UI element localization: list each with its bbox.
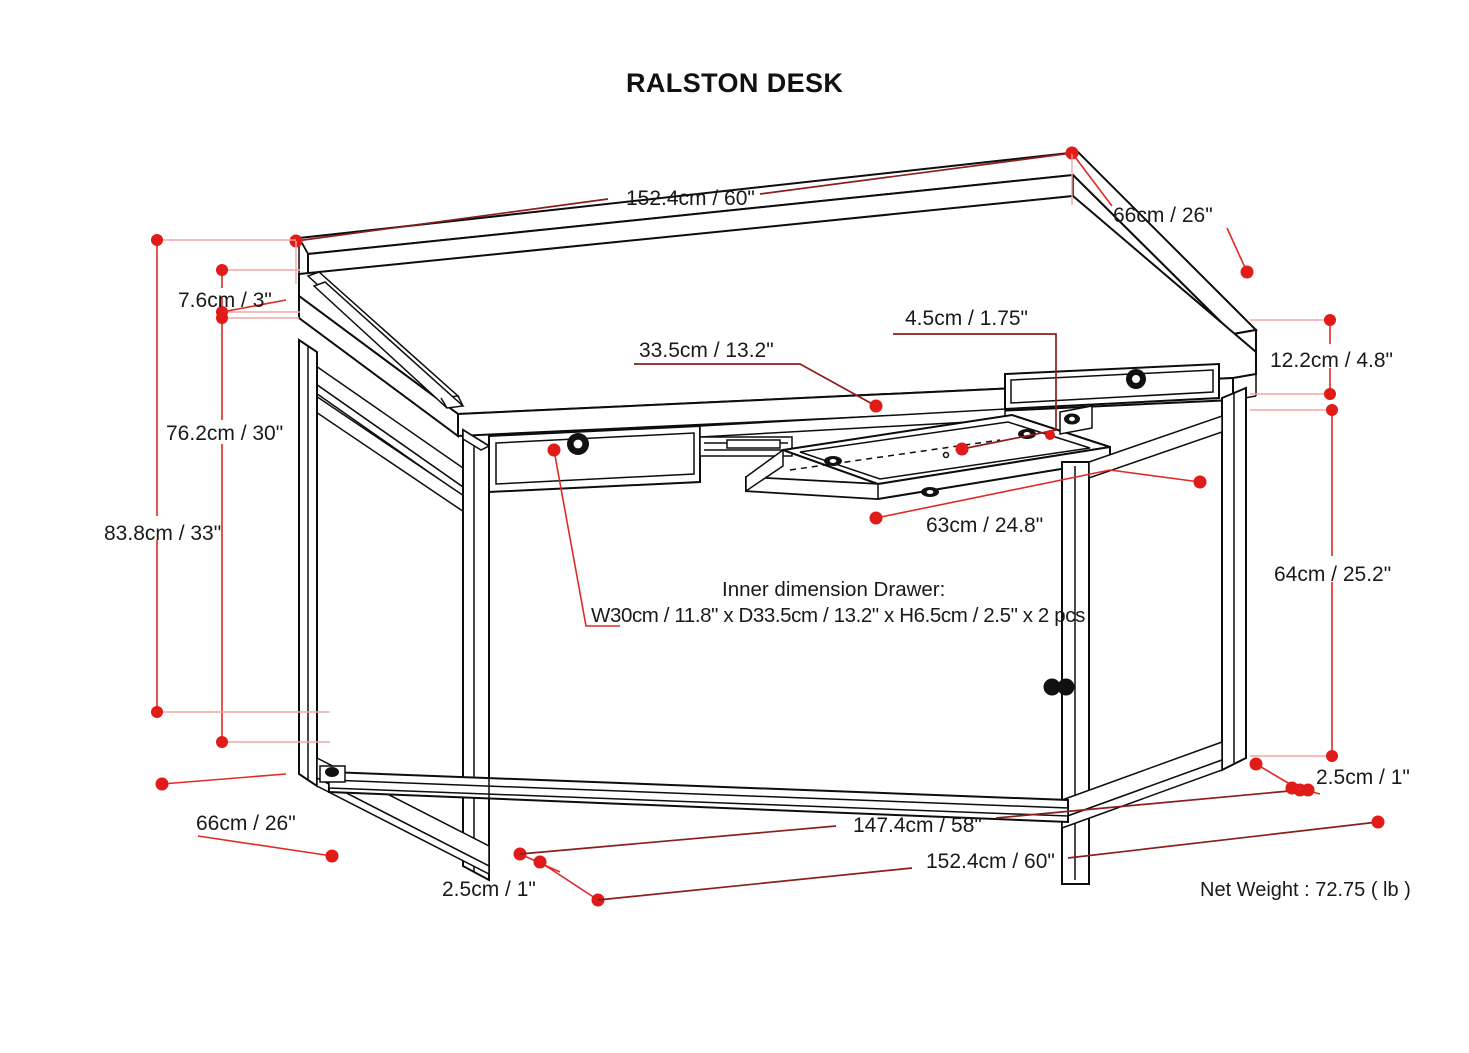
net-weight-label: Net Weight : 72.75 ( lb ) [1200,879,1411,901]
drawer-note-line-1: Inner dimension Drawer: [722,578,945,601]
dimension-top-width: 152.4cm / 60" [289,146,1079,284]
dimension-label-drawer-depth: 33.5cm / 13.2" [639,339,774,362]
desk-front-bottom-stretcher [319,765,1069,824]
drawer-note-line-2: W30cm / 11.8" x D33.5cm / 13.2" x H6.5cm… [591,604,1085,627]
drawer-knob-left-center [573,439,583,449]
dimension-label-base-width: 152.4cm / 60" [926,850,1055,873]
desk-right-drawer-assembly [1004,362,1220,411]
dimension-label-top-depth: 66cm / 26" [1113,204,1213,227]
dimension-apron-height: 12.2cm / 4.8" [1250,314,1393,400]
dimension-label-overall-height: 83.8cm / 33" [104,522,221,545]
desk-illustration [297,150,1259,885]
drawer-inner-dimension-note: Inner dimension Drawer: W30cm / 11.8" x … [547,443,1085,627]
leg-fastener-1 [1043,678,1061,696]
dimension-label-apron-height: 12.2cm / 4.8" [1270,349,1393,372]
dimension-tray-thickness: 4.5cm / 1.75" [893,307,1057,456]
dimension-leg-thickness-left: 2.5cm / 1" [442,847,605,907]
tray-bracket-right [1059,405,1093,435]
dimension-clearance-height: 64cm / 25.2" [1250,404,1391,762]
tray-fastener-1-center [829,459,837,463]
drawer-knob-right-center [1132,375,1140,383]
desk-left-rear-leg [298,338,318,788]
dimension-label-base-depth: 66cm / 26" [196,812,296,835]
keyboard-tray-slides [699,436,793,457]
dimension-label-clearance-height: 64cm / 25.2" [1274,563,1391,586]
tray-fastener-3-center [926,490,934,494]
desk-left-front-leg [462,428,491,882]
leg-fastener-2 [1057,678,1075,696]
dimension-base-depth: 66cm / 26" [155,773,339,863]
dimension-tray-width: 63cm / 24.8" [869,469,1207,537]
dimension-overall-height: 83.8cm / 33" [104,234,330,718]
dimension-drawer-depth: 33.5cm / 13.2" [634,339,883,413]
keyboard-tray [745,413,1111,501]
dimension-label-leg-thickness-left: 2.5cm / 1" [442,878,536,901]
desk-left-side-panel [306,271,465,409]
dimension-label-leg-thickness-right: 2.5cm / 1" [1316,766,1410,789]
dimension-leg-thickness-right: 2.5cm / 1" [1249,757,1410,797]
page-title: RALSTON DESK [626,68,843,98]
dimension-label-tray-thickness: 4.5cm / 1.75" [905,307,1028,330]
dimension-base-width: 152.4cm / 60" [597,815,1385,901]
dimension-label-tray-width: 63cm / 24.8" [926,514,1043,537]
dimension-label-frame-width: 147.4cm / 58" [853,814,982,837]
dimension-top-depth: 66cm / 26" [1071,152,1254,279]
desk-right-rear-leg [1221,386,1247,772]
desk-left-drawer-assembly [488,424,701,494]
desk-upper-right-rail [1088,414,1223,480]
desk-top-surface [298,194,1257,438]
dimension-desk-height: 76.2cm / 30" [166,312,330,748]
dimension-label-top-width: 152.4cm / 60" [626,187,755,210]
dimension-label-desk-height: 76.2cm / 30" [166,422,283,445]
dimension-label-hutch-height: 7.6cm / 3" [178,289,272,312]
